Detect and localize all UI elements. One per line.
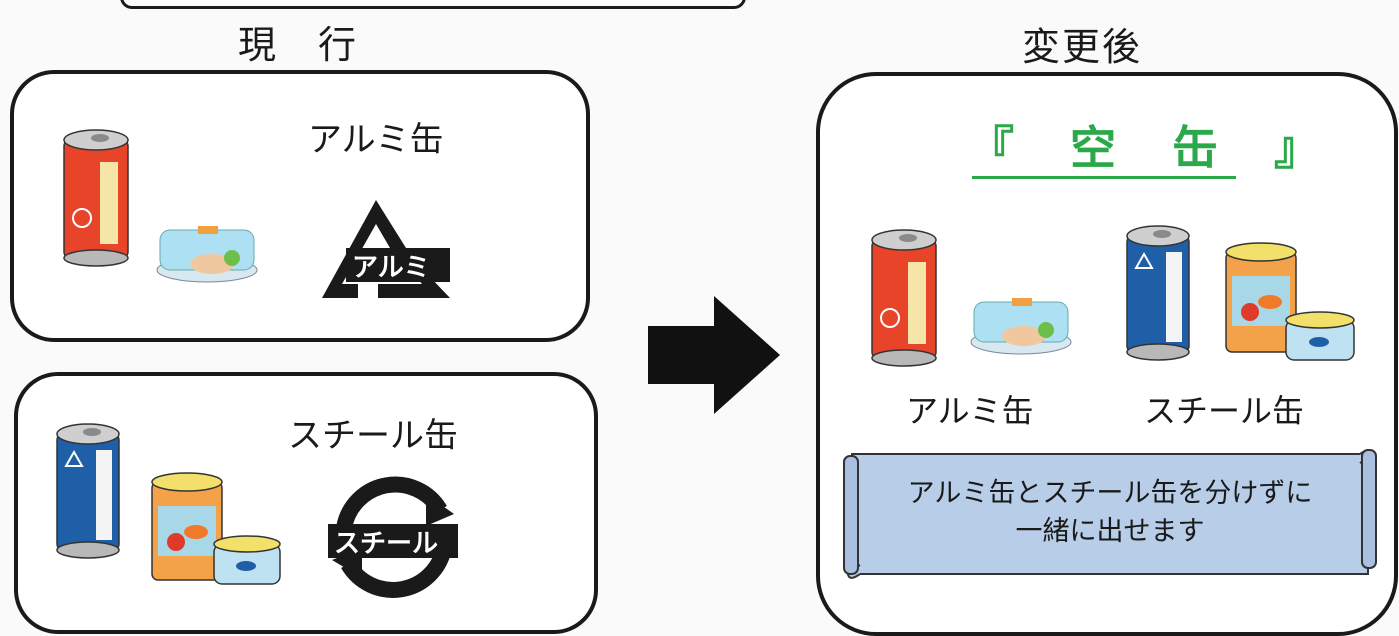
empty-can-title: 『 空 缶 』 xyxy=(968,121,1341,175)
message-scroll-banner xyxy=(843,449,1377,579)
right-arrow-icon xyxy=(648,296,780,414)
message-line-1: アルミ缶とスチール缶を分けずに xyxy=(907,478,1313,509)
steel-mark-text: スチール xyxy=(334,529,438,559)
after-steel-food-can-illustration xyxy=(1225,242,1355,361)
steel-can-label: スチール缶 xyxy=(288,416,458,456)
after-heading: 変更後 xyxy=(1022,25,1143,69)
top-frame-remnant xyxy=(120,0,746,9)
steel-recycle-mark-icon: スチール xyxy=(328,476,458,598)
aluminum-can-label: アルミ缶 xyxy=(308,120,444,160)
message-line-2: 一緒に出せます xyxy=(1015,516,1205,547)
steel-food-can-illustration xyxy=(151,472,281,585)
after-steel-can-label: スチール缶 xyxy=(1144,392,1305,430)
aluminum-food-tray-illustration xyxy=(156,226,258,283)
current-heading: 現 行 xyxy=(238,23,359,67)
after-aluminum-can-label: アルミ缶 xyxy=(906,392,1034,430)
steel-drink-can-illustration xyxy=(56,423,120,559)
after-steel-drink-can-illustration xyxy=(1126,225,1190,361)
after-aluminum-food-tray-illustration xyxy=(970,298,1072,355)
title-underline xyxy=(972,176,1236,179)
aluminum-drink-can-illustration xyxy=(63,129,129,267)
aluminum-mark-text: アルミ xyxy=(352,253,430,283)
aluminum-recycle-mark-icon: アルミ xyxy=(322,200,450,298)
after-aluminum-drink-can-illustration xyxy=(871,229,937,367)
